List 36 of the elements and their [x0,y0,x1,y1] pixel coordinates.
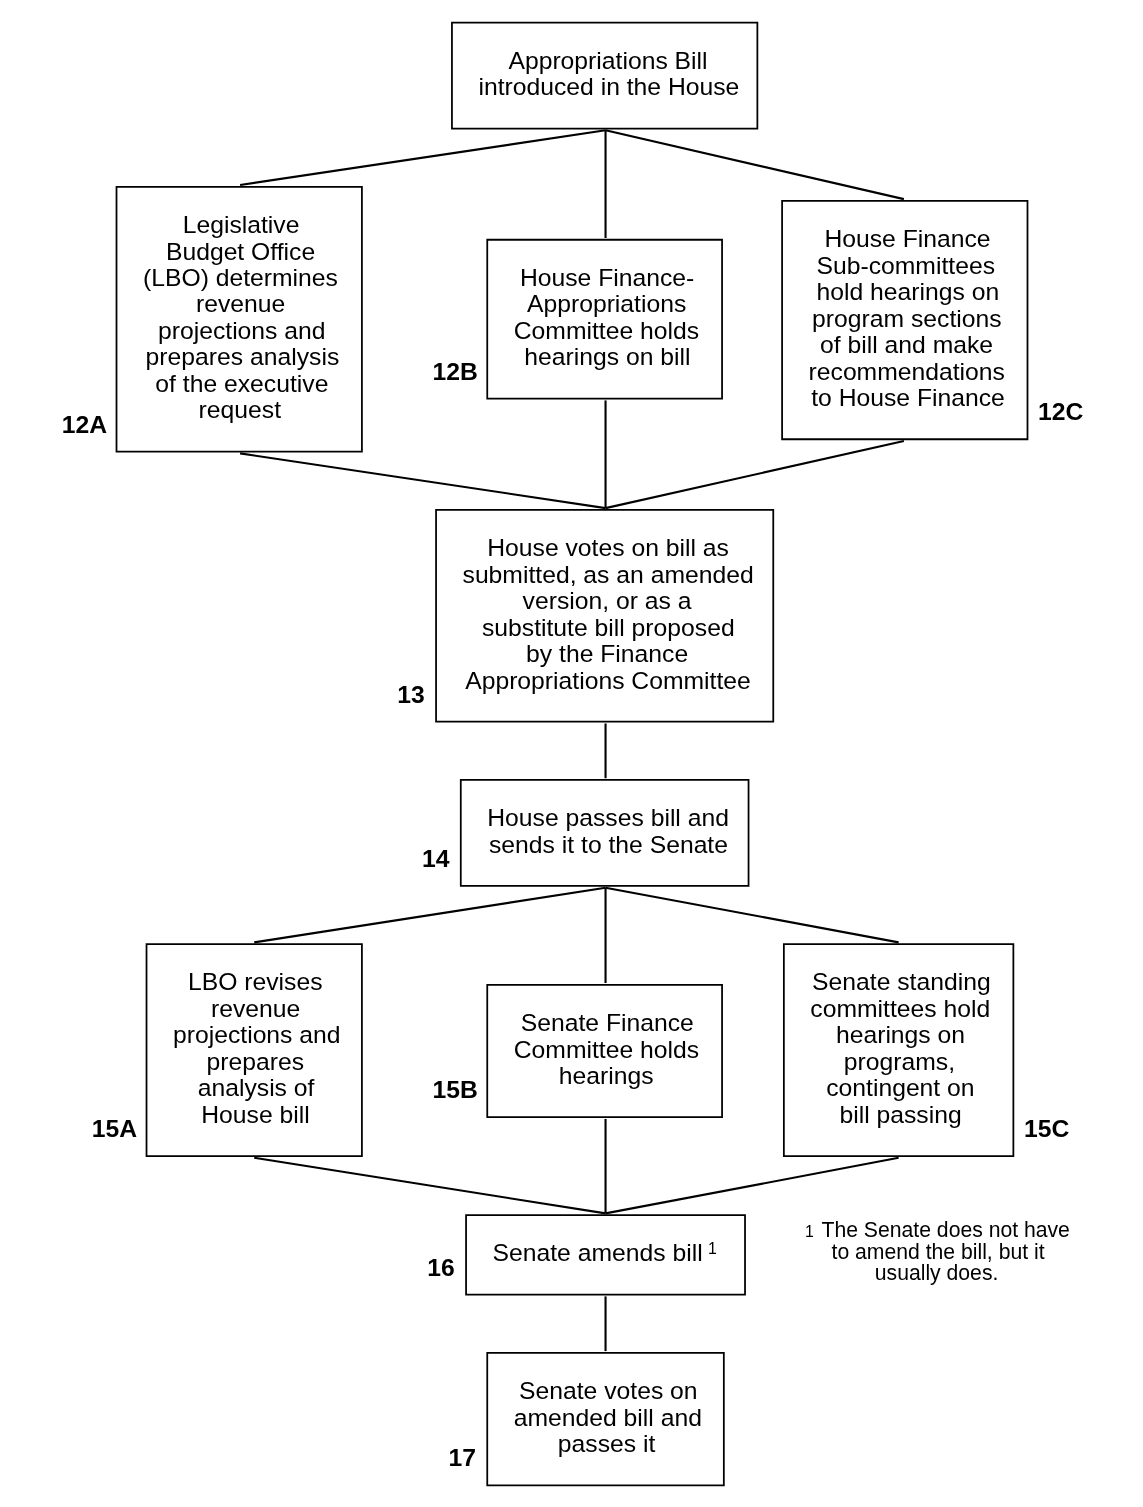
connector [604,1156,899,1215]
node-label: 14 [421,844,449,872]
node-box: Senate votes on amended bill and passes it [485,1352,725,1487]
connector [253,1156,606,1215]
connector [604,1118,607,1214]
node-label: 13 [396,680,425,708]
node-box: House votes on bill as submitted, as an amended version, or as a substitute bill proposed by the Finance Appropriations Committee [434,508,774,723]
label: 1 The Senate does not have to amend the bill, but it usually does. [804,1218,1070,1284]
node-box: Appropriations Bill introduced in the House [450,21,758,130]
connector [604,886,899,944]
node-label: 15B [432,1076,478,1104]
node-box: House passes bill and sends it to the Senate [459,779,749,887]
node-label: 15C [1023,1114,1069,1142]
connector [253,886,606,944]
connector [239,452,606,510]
node-box: LBO revises revenue projections and prepares analysis of House bill [145,943,363,1157]
connector [604,129,904,201]
connector [604,887,607,983]
node-box: Legislative Budget Office (LBO) determines revenue projections and prepares analysis of the executive request [115,185,363,453]
node-box: House Finance Sub-committees hold hearings on program sections of bill and make recommendations to House Finance [780,200,1028,441]
connector [604,723,607,779]
node-box: House Finance-Appropriations Committee holds hearings on bill [485,238,723,400]
connector [239,129,606,187]
node-label: 12A [61,410,107,438]
connector [604,439,904,510]
node-label: 12B [432,357,478,385]
connector [604,130,607,238]
node-label: 12C [1037,398,1083,426]
node-label: 16 [426,1253,455,1281]
connector [604,1296,607,1352]
connector [604,400,607,509]
node-label: 15A [91,1114,137,1142]
node-box: Senate Finance Committee holds hearings [485,983,723,1119]
node-box: Senate amends bill 1 [464,1214,746,1296]
node-label: 17 [447,1444,476,1472]
node-box: Senate standing committees hold hearings on programs, contingent on bill passing [782,943,1014,1157]
